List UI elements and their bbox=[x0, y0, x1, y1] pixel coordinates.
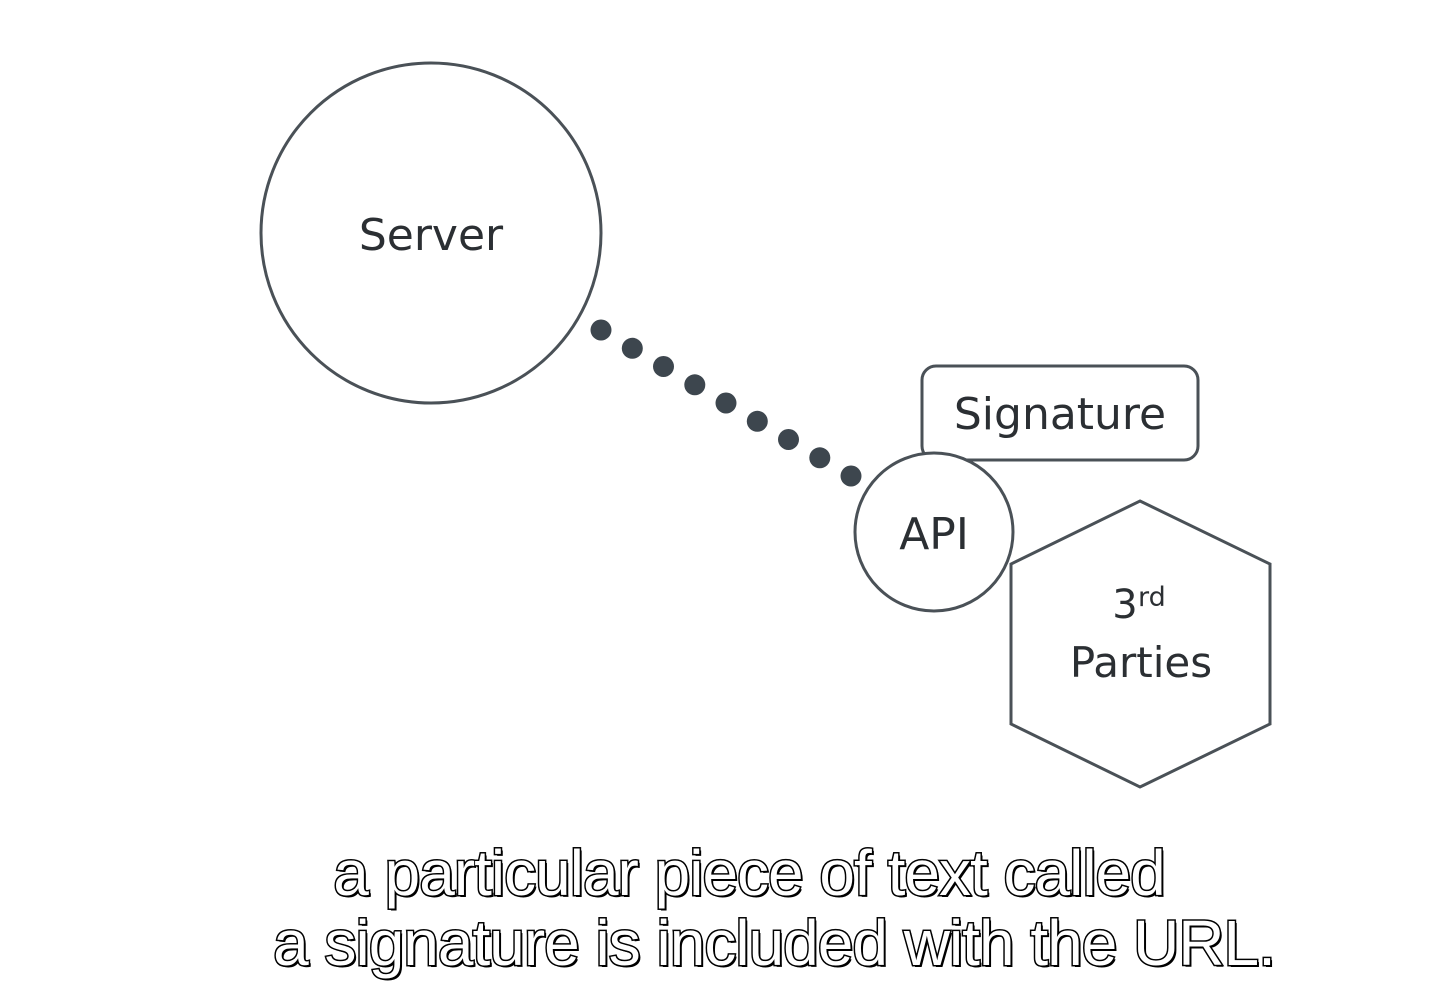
connector-dot bbox=[621, 337, 643, 359]
signature-label: Signature bbox=[954, 389, 1166, 440]
third-parties-superscript: rd bbox=[1138, 582, 1166, 613]
subtitle-line-1: a particular piece of text called bbox=[332, 837, 1167, 910]
server-circle bbox=[259, 61, 603, 405]
connector-dot bbox=[590, 319, 612, 341]
connector-dot bbox=[778, 429, 799, 450]
dotted-connector bbox=[590, 319, 862, 487]
signature-node: Signature bbox=[920, 364, 1200, 462]
connector-dot bbox=[684, 374, 706, 396]
connector-dot bbox=[809, 447, 831, 469]
connector-dot bbox=[840, 465, 862, 487]
api-circle bbox=[853, 451, 1015, 613]
subtitle-line-2: a signature is included with the URL. bbox=[272, 907, 1278, 980]
third-parties-number: 3 bbox=[1112, 582, 1137, 628]
api-node: API bbox=[853, 451, 1015, 613]
signature-box bbox=[920, 364, 1200, 462]
third-parties-hexagon bbox=[1009, 499, 1272, 789]
server-label: Server bbox=[359, 210, 504, 261]
connector-dot bbox=[653, 356, 674, 377]
connector-dot bbox=[746, 410, 768, 432]
api-label: API bbox=[899, 509, 969, 560]
third-parties-word: Parties bbox=[1070, 638, 1212, 687]
connector-dot bbox=[715, 392, 737, 414]
third-parties-node: 3 rd Parties bbox=[1009, 499, 1272, 789]
server-node: Server bbox=[259, 61, 603, 405]
